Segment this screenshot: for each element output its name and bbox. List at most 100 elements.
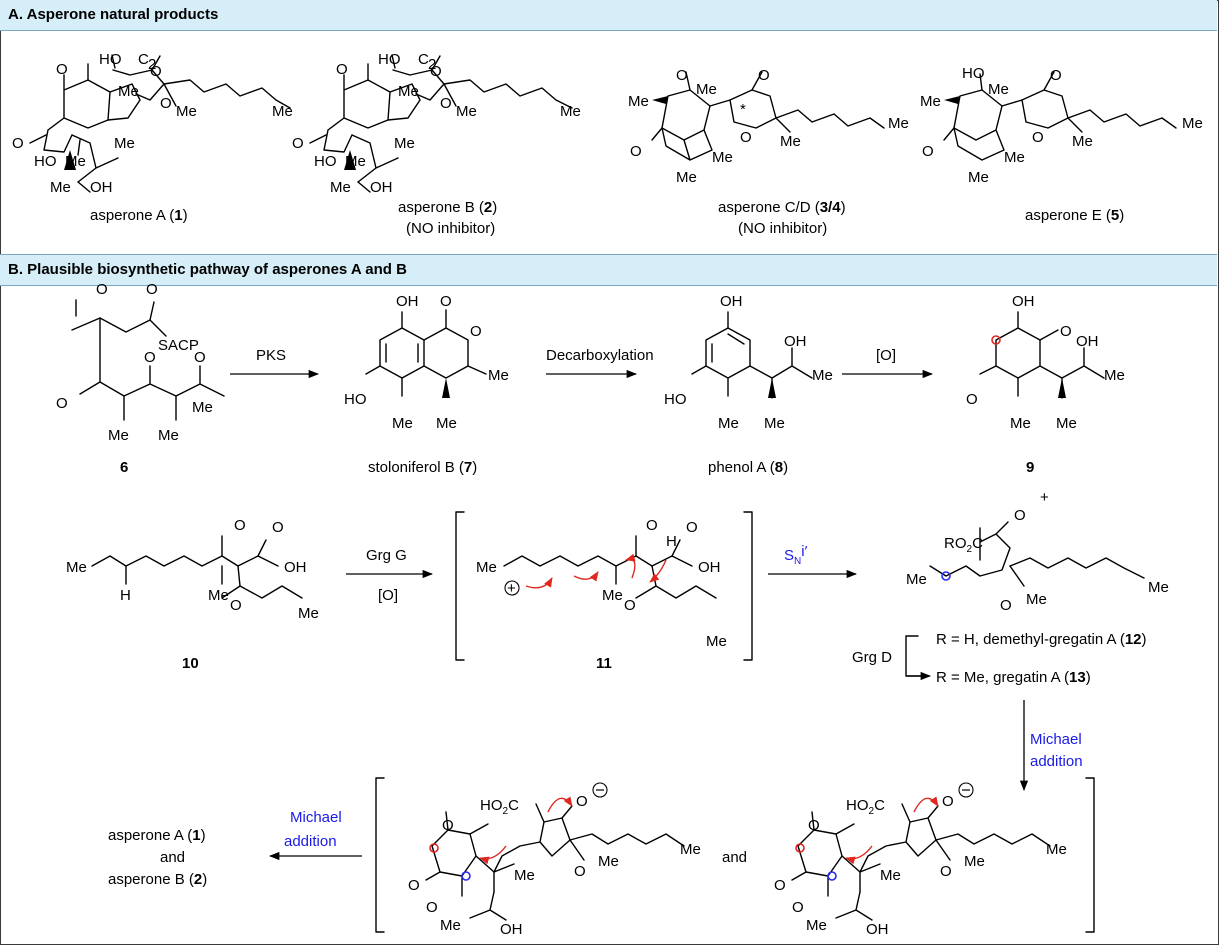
label-me: Me <box>968 169 989 186</box>
label-o: O <box>1014 507 1026 524</box>
blue-marker <box>827 871 837 881</box>
red-marker <box>429 843 439 853</box>
stereo-star: * <box>740 101 746 118</box>
label-me: Me <box>345 153 366 170</box>
label-me: Me <box>696 81 717 98</box>
label-me: Me <box>1056 415 1077 432</box>
michael-left-label-1: Michael <box>290 809 342 826</box>
label-o: O <box>230 597 242 614</box>
compound-12-label: R = H, demethyl-gregatin A (12) <box>936 631 1147 648</box>
blue-marker <box>941 571 951 581</box>
bottom-left-bracket <box>375 777 385 933</box>
sni-label: SNi′ <box>784 543 808 567</box>
label-oh: OH <box>698 559 721 576</box>
label-o: O <box>12 135 24 152</box>
compound-11-label: 11 <box>596 655 612 672</box>
label-me: Me <box>1026 591 1047 608</box>
label-o: O <box>426 899 438 916</box>
stoloniferol-b-structure: OH O O HO Me Me Me <box>344 293 509 432</box>
label-o: O <box>574 863 586 880</box>
label-me: Me <box>330 179 351 196</box>
pks-label: PKS <box>256 347 286 364</box>
michael-intermediate-right: HO2C O O O O Me O Me Me Me OH <box>774 782 1067 938</box>
label-me: Me <box>1072 133 1093 150</box>
label-me: Me <box>66 559 87 576</box>
label-o: O <box>336 61 348 78</box>
label-o: O <box>146 281 158 298</box>
label-2: 2 <box>148 56 156 73</box>
label-ho2c: HO2C <box>480 797 519 817</box>
michael-down-label-2: addition <box>1030 753 1083 770</box>
label-me: Me <box>764 415 785 432</box>
label-me: Me <box>806 917 827 934</box>
compound-10-structure: Me H O O OH Me O Me <box>66 517 319 622</box>
label-oh: OH <box>1076 333 1099 350</box>
right-bracket <box>743 511 753 661</box>
label-ho2c: HO <box>378 51 401 68</box>
label-o: O <box>144 349 156 366</box>
label-me: Me <box>1046 841 1067 858</box>
section-b-title: B. Plausible biosynthetic pathway of asp… <box>8 261 407 278</box>
label-o: O <box>624 597 636 614</box>
label-me: Me <box>1004 149 1025 166</box>
label-oh: OH <box>1012 293 1035 310</box>
asperone-b-structure: O HO C 2 O Me O Me Me Me O HO Me Me OH <box>292 51 581 196</box>
label-me: Me <box>514 867 535 884</box>
red-marker <box>991 335 1001 345</box>
label-me: Me <box>988 81 1009 98</box>
label-oh: OH <box>720 293 743 310</box>
label-o: O <box>630 143 642 160</box>
label-ho: HO <box>664 391 687 408</box>
label-o: O <box>758 67 770 84</box>
label-me: Me <box>1010 415 1031 432</box>
product-line-1: asperone A (1) <box>108 827 206 844</box>
red-marker <box>795 843 805 853</box>
label-me: Me <box>440 917 461 934</box>
label-me: Me <box>1148 579 1169 596</box>
bottom-right-bracket <box>1085 777 1095 933</box>
label-me: Me <box>964 853 985 870</box>
phenol-a-structure: OH OH HO Me Me Me <box>664 293 833 432</box>
label-me: Me <box>812 367 833 384</box>
product-line-and: and <box>160 849 185 866</box>
label-o: O <box>922 143 934 160</box>
decarboxylation-label: Decarboxylation <box>546 347 654 364</box>
grg-g-label: Grg G <box>366 547 407 564</box>
label-h: H <box>120 587 131 604</box>
and-separator: and <box>722 849 747 866</box>
label-o: O <box>1000 597 1012 614</box>
label-oh: OH <box>784 333 807 350</box>
label-o: O <box>646 517 658 534</box>
compound-9-structure: OH O OH O Me Me Me <box>966 293 1125 432</box>
label-me: Me <box>712 149 733 166</box>
grg-d-label: Grg D <box>852 649 892 666</box>
blue-marker <box>461 871 471 881</box>
label-o: O <box>740 129 752 146</box>
label-o: O <box>442 817 454 834</box>
grg-g-ox-label: [O] <box>378 587 398 604</box>
label-ho: HO <box>314 153 337 170</box>
label-me: Me <box>706 633 727 650</box>
label-me: Me <box>718 415 739 432</box>
label-o: O <box>676 67 688 84</box>
label-o: O <box>808 817 820 834</box>
label-ho: HO <box>962 65 985 82</box>
gregatin-structure: RO2C O Me O Me Me <box>906 507 1169 614</box>
label-o: O <box>774 877 786 894</box>
label-o: O <box>792 899 804 916</box>
stoloniferol-b-label: stoloniferol B (7) <box>368 459 477 476</box>
label-me: Me <box>906 571 927 588</box>
compound-11-structure: + Me O H O OH Me O Me <box>476 517 727 650</box>
label-co2: C <box>138 51 149 68</box>
label-o: O <box>56 395 68 412</box>
left-bracket <box>455 511 465 661</box>
label-o: O <box>234 517 246 534</box>
label-o: O <box>576 793 588 810</box>
compound-10-label: 10 <box>182 655 199 672</box>
section-b-header: B. Plausible biosynthetic pathway of asp… <box>0 254 1217 286</box>
label-ho: HO <box>344 391 367 408</box>
asperone-b-note: (NO inhibitor) <box>406 220 495 237</box>
label-me: Me <box>780 133 801 150</box>
label-me: Me <box>298 605 319 622</box>
label-oh: OH <box>370 179 393 196</box>
